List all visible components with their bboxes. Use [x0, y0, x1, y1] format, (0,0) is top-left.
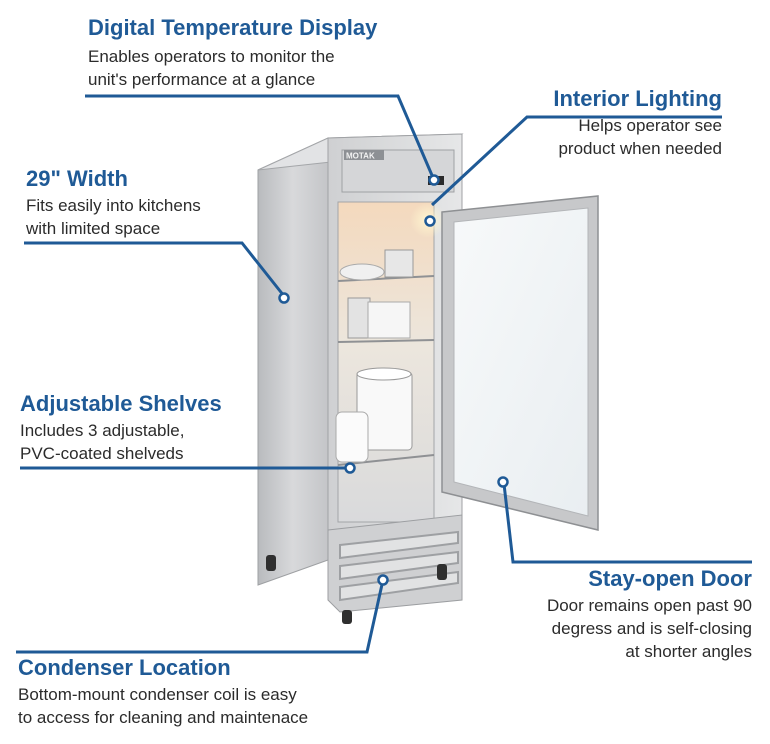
casters	[266, 555, 447, 624]
shelves-heading: Adjustable Shelves	[20, 391, 222, 416]
leader-lines	[16, 94, 752, 654]
marker-shelves	[344, 462, 356, 474]
brand-logo: MOTAK	[346, 152, 375, 161]
marker-width	[278, 292, 290, 304]
width-description: Fits easily into kitchens with limited s…	[26, 196, 201, 238]
digital-display-heading: Digital Temperature Display	[88, 15, 378, 40]
grille-louvers	[339, 530, 459, 602]
marker-lighting	[424, 215, 436, 227]
digital-display-description: Enables operators to monitor the unit's …	[88, 47, 335, 89]
stay-open-door-heading: Stay-open Door	[588, 566, 752, 591]
width-heading: 29" Width	[26, 166, 128, 191]
shelves	[337, 275, 435, 466]
marker-door	[497, 476, 509, 488]
shelves-description: Includes 3 adjustable, PVC-coated shelve…	[20, 421, 185, 463]
stay-open-door-description: Door remains open past 90 degress and is…	[546, 596, 752, 661]
interior-lighting-heading: Interior Lighting	[553, 86, 722, 111]
condenser-heading: Condenser Location	[18, 655, 231, 680]
interior-lighting-description: Helps operator see product when needed	[558, 116, 722, 158]
marker-condenser	[377, 574, 389, 586]
brand-plate	[344, 150, 384, 160]
condenser-description: Bottom-mount condenser coil is easy to a…	[18, 685, 309, 727]
marker-display	[428, 174, 440, 186]
callout-markers	[278, 174, 509, 586]
cabinet-side	[257, 137, 329, 586]
